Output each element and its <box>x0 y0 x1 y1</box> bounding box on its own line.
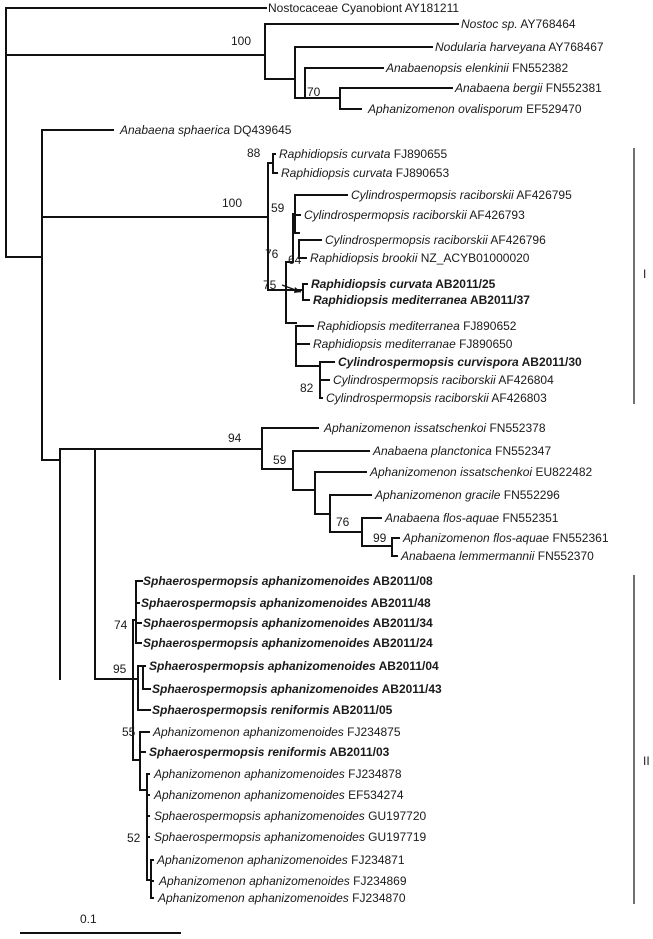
taxon-sph-aph-ab2011-34: Sphaerospermopsis aphanizomenoides AB201… <box>143 616 433 630</box>
bootstrap-cyl-rac: 59 <box>271 201 285 215</box>
bootstrap-sphaero-95: 95 <box>113 662 127 676</box>
taxon-anabaena-planctonica: Anabaena planctonica FN552347 <box>372 444 551 458</box>
scale-bar: 0.1 <box>20 912 181 934</box>
bootstrap-bergii-clade: 70 <box>307 85 321 99</box>
taxon-cyl-rac-af426793: Cylindrospermopsis raciborskii AF426793 <box>304 208 525 222</box>
taxon-aph-issat-eu822482: Aphanizomenon issatschenkoi EU822482 <box>369 465 592 479</box>
branch-root <box>5 7 43 258</box>
taxon-sph-reniformis-ab2011-05: Sphaerospermopsis reniformis AB2011/05 <box>152 703 393 717</box>
bootstrap-values: 100 70 88 100 59 76 64 75 82 94 59 76 99… <box>113 34 387 845</box>
taxon-raph-curvata-fj890653: Raphidiopsis curvata FJ890653 <box>281 166 449 180</box>
taxon-raph-med-fj890650: Raphidiopsis mediterranae FJ890650 <box>313 337 513 351</box>
taxon-sph-aph-ab2011-43: Sphaerospermopsis aphanizomenoides AB201… <box>152 682 442 696</box>
bootstrap-brookii: 64 <box>288 253 302 267</box>
taxon-aph-aph-fj234875: Aphanizomenon aphanizomenoides FJ234875 <box>152 725 401 739</box>
bootstrap-lemmermannii: 99 <box>373 531 387 545</box>
taxon-aph-gracile: Aphanizomenon gracile FN552296 <box>374 488 560 502</box>
bootstrap-flos-aquae: 76 <box>336 515 350 529</box>
taxon-anabaena-flos-aquae: Anabaena flos-aquae FN552351 <box>384 511 559 525</box>
taxon-sph-aph-ab2011-08: Sphaerospermopsis aphanizomenoides AB201… <box>143 574 433 588</box>
cluster-II-label: II <box>643 754 650 768</box>
branch-sph-aph-ab2011-43 <box>142 665 151 690</box>
taxon-anabaena-bergii: Anabaena bergii FN552381 <box>454 81 602 95</box>
taxon-nodularia-harveyana: Nodularia harveyana AY768467 <box>435 40 604 54</box>
bootstrap-sphaero-74: 74 <box>114 618 128 632</box>
taxon-nostocaceae-cyanobiont: Nostocaceae Cyanobiont AY181211 <box>268 1 459 15</box>
taxon-sph-aph-gu197719: Sphaerospermopsis aphanizomenoides GU197… <box>154 830 427 844</box>
taxon-raph-med-ab2011-37: Raphidiopsis mediterranea AB2011/37 <box>313 293 530 307</box>
taxon-sph-aph-gu197720: Sphaerospermopsis aphanizomenoides GU197… <box>154 809 427 823</box>
taxon-nostoc-sp: Nostoc sp. AY768464 <box>461 17 576 31</box>
scale-bar-label: 0.1 <box>80 912 97 926</box>
bootstrap-raph-curvata: 88 <box>247 146 261 160</box>
taxon-aph-flos-aquae: Aphanizomenon flos-aquae FN552361 <box>402 531 609 545</box>
bootstrap-sphaero-55: 55 <box>122 725 136 739</box>
cluster-I-label: I <box>643 267 646 281</box>
taxon-aph-aph-fj234870: Aphanizomenon aphanizomenoides FJ234870 <box>157 891 406 905</box>
bootstrap-outgroup: 100 <box>231 34 251 48</box>
taxon-aph-aph-fj234878: Aphanizomenon aphanizomenoides FJ234878 <box>153 767 402 781</box>
tree-branches <box>5 7 459 899</box>
bootstrap-curvispora: 82 <box>300 381 314 395</box>
taxon-anabaena-sphaerica: Anabaena sphaerica DQ439645 <box>119 123 292 137</box>
taxon-sph-reniformis-ab2011-03: Sphaerospermopsis reniformis AB2011/03 <box>149 745 390 759</box>
taxon-anabaenopsis-elenkinii: Anabaenopsis elenkinii FN552382 <box>385 61 568 75</box>
taxon-aph-issat-fn552378: Aphanizomenon issatschenkoi FN552378 <box>323 421 546 435</box>
taxon-aph-aph-fj234869: Aphanizomenon aphanizomenoides FJ234869 <box>158 874 407 888</box>
taxon-labels: Nostocaceae Cyanobiont AY181211 Nostoc s… <box>119 1 609 905</box>
bootstrap-ab2011: 75 <box>263 278 277 292</box>
taxon-cyl-rac-af426803: Cylindrospermopsis raciborskii AF426803 <box>326 391 547 405</box>
taxon-raph-med-fj890652: Raphidiopsis mediterranea FJ890652 <box>317 319 517 333</box>
taxon-aph-ovalisporum: Aphanizomenon ovalisporum EF529470 <box>367 102 582 116</box>
bootstrap-pointer-75 <box>281 284 302 293</box>
taxon-raph-curvata-fj890655: Raphidiopsis curvata FJ890655 <box>279 147 447 161</box>
bootstrap-inner: 76 <box>265 247 279 261</box>
bootstrap-cylindro-clade: 100 <box>222 196 242 210</box>
taxon-raph-brookii: Raphidiopsis brookii NZ_ACYB01000020 <box>310 251 530 265</box>
taxon-cyl-rac-af426804: Cylindrospermopsis raciborskii AF426804 <box>333 373 554 387</box>
bootstrap-sphaero-52: 52 <box>127 831 141 845</box>
taxon-cyl-rac-af426796: Cylindrospermopsis raciborskii AF426796 <box>325 233 546 247</box>
taxon-sph-aph-ab2011-04: Sphaerospermopsis aphanizomenoides AB201… <box>149 659 439 673</box>
taxon-sph-aph-ab2011-48: Sphaerospermopsis aphanizomenoides AB201… <box>141 596 431 610</box>
bootstrap-planctonica: 59 <box>273 453 287 467</box>
taxon-aph-aph-ef534274: Aphanizomenon aphanizomenoides EF534274 <box>153 788 404 802</box>
bootstrap-aphanizomenon: 94 <box>228 431 242 445</box>
taxon-cyl-rac-af426795: Cylindrospermopsis raciborskii AF426795 <box>351 188 572 202</box>
taxon-raph-curvata-ab2011-25: Raphidiopsis curvata AB2011/25 <box>311 277 496 291</box>
taxon-aph-aph-fj234871: Aphanizomenon aphanizomenoides FJ234871 <box>156 853 405 867</box>
taxon-anabaena-lemmermannii: Anabaena lemmermannii FN552370 <box>400 549 594 563</box>
taxon-sph-aph-ab2011-24: Sphaerospermopsis aphanizomenoides AB201… <box>143 636 433 650</box>
taxon-cyl-curvispora: Cylindrospermopsis curvispora AB2011/30 <box>338 355 582 369</box>
cluster-brackets: I II <box>633 148 650 904</box>
